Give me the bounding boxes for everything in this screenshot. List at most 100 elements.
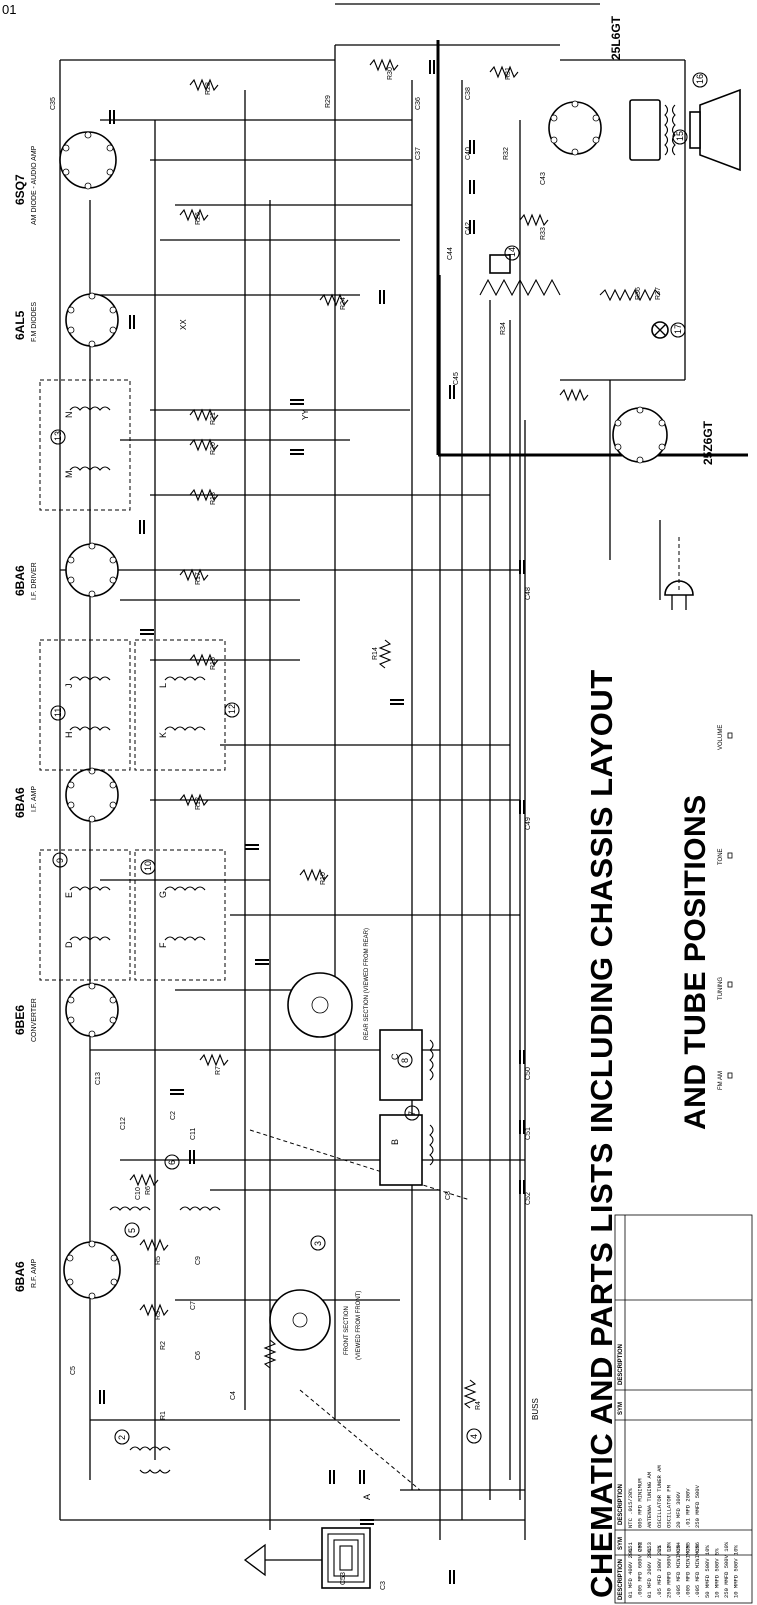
label-c10: C10 xyxy=(135,1187,142,1200)
label-r2: R2 xyxy=(160,1341,167,1350)
label-c38: C38 xyxy=(465,87,472,100)
tube-function-6ba6-driver: I.F. DRIVER xyxy=(31,562,38,600)
tube-6be6: 6BE6 CONVERTER xyxy=(13,982,119,1042)
tube-label-6ba6-rf: 6BA6 xyxy=(13,1261,27,1292)
label-r26: R26 xyxy=(195,212,202,225)
label-r36: R36 xyxy=(635,287,642,300)
table-cell: .005 MFD MINIMUM xyxy=(685,1545,692,1598)
table-cell: 250 MMFD 500V 10% xyxy=(723,1541,730,1598)
label-c11: C11 xyxy=(190,1128,197,1140)
table-cell: C54 xyxy=(675,1541,682,1552)
label-r6: R6 xyxy=(145,1186,152,1195)
label-c51: C51 xyxy=(525,1127,532,1140)
control-tone: TONE xyxy=(718,848,724,865)
label-c3: C3 xyxy=(380,1581,387,1590)
label-c13: C13 xyxy=(95,1072,102,1085)
control-labels: FM AM TUNING TONE VOLUME xyxy=(718,725,733,1090)
table-cell: OSCILLATOR TUNER AM xyxy=(656,1465,663,1528)
heading-line2: AND TUBE POSITIONS xyxy=(679,794,712,1130)
tube-label-6sq7: 6SQ7 xyxy=(13,174,27,205)
tube-function-6sq7: AM DIODE - AUDIO AMP xyxy=(31,145,38,225)
output-transformer xyxy=(629,99,676,161)
label-r4: R4 xyxy=(475,1401,482,1410)
label-r1: R1 xyxy=(160,1411,167,1420)
component-labels: C35 C36 C37 C38 C40 C42 C43 C44 C45 C48 … xyxy=(50,67,662,1590)
tube-25z6gt: 25Z6GT xyxy=(612,406,715,465)
tube-function-6ba6-if: I.F. AMP xyxy=(31,786,38,812)
label-r29: R29 xyxy=(325,95,332,108)
label-r31: R31 xyxy=(505,67,512,80)
wafer-switch-front xyxy=(269,1289,331,1351)
circle-16: 16 xyxy=(695,74,705,84)
tube-function-6ba6-rf: R.F. AMP xyxy=(31,1258,38,1288)
circle-7: 7 xyxy=(407,1111,417,1116)
label-r16: R16 xyxy=(210,657,217,670)
label-c42: C42 xyxy=(465,222,472,235)
label-c4: C4 xyxy=(230,1391,237,1400)
label-r34: R34 xyxy=(500,322,507,335)
label-c50: C50 xyxy=(525,1067,532,1080)
circle-13: 13 xyxy=(53,431,63,441)
table-header-desc2: DESCRIPTION xyxy=(618,1484,624,1525)
table-header-desc3: DESCRIPTION xyxy=(618,1344,624,1385)
label-r12: R12 xyxy=(195,797,202,810)
tube-6ba6-if-amp: 6BA6 I.F. AMP xyxy=(13,767,119,823)
table-cell: 01 MFD 200V 20% xyxy=(646,1548,653,1598)
table-header-desc1: DESCRIPTION xyxy=(618,1559,624,1600)
label-r17: R17 xyxy=(195,572,202,585)
control-fm-am: FM AM xyxy=(718,1071,724,1090)
tube-label-25z6gt: 25Z6GT xyxy=(701,420,715,465)
label-r10: R10 xyxy=(320,872,327,885)
label-c48: C48 xyxy=(525,587,532,600)
letter-k: K xyxy=(158,732,168,738)
label-c37: C37 xyxy=(415,147,422,160)
resistors xyxy=(129,58,589,1409)
circle-10: 10 xyxy=(143,861,153,871)
tube-label-6al5: 6AL5 xyxy=(13,310,27,340)
tube-6sq7: 6SQ7 AM DIODE - AUDIO AMP xyxy=(13,131,117,225)
buss-label: BUSS xyxy=(531,1398,540,1420)
letter-n: N xyxy=(64,412,74,419)
label-r3: R3 xyxy=(155,1311,162,1320)
wafer-switch-rear xyxy=(287,972,353,1038)
table-cell: 10 MMFD 500V 10% xyxy=(733,1544,740,1598)
table-header-sym2: SYM xyxy=(618,1402,624,1415)
letter-a: A xyxy=(362,1494,372,1500)
tube-6al5: 6AL5 F.M DIODES xyxy=(13,292,119,348)
heading-line1: CHEMATIC AND PARTS LISTS INCLUDING CHASS… xyxy=(584,669,619,1598)
table-cell: 250 MMFD 500V xyxy=(694,1484,701,1528)
circle-12: 12 xyxy=(227,704,237,714)
circle-17: 17 xyxy=(673,324,683,334)
label-c7: C7 xyxy=(190,1301,197,1310)
label-r37: R37 xyxy=(655,287,662,300)
if-transformer-boxes xyxy=(39,379,226,981)
label-r24: R24 xyxy=(340,297,347,310)
transformer-letters: N M J H L K E D G F C B A xyxy=(64,412,400,1501)
tube-label-25l6gt: 25L6GT xyxy=(609,15,623,60)
label-r18: R18 xyxy=(210,492,217,505)
label-r7: R7 xyxy=(215,1066,222,1075)
label-c8: C8 xyxy=(445,1191,452,1200)
label-c40: C40 xyxy=(465,147,472,160)
filter-section xyxy=(479,254,661,302)
letter-f: F xyxy=(158,942,168,948)
osc-coils xyxy=(379,1029,434,1186)
table-cell: .005 MFD MINIMUM xyxy=(675,1545,682,1598)
table-cell: NTC .015/20% xyxy=(627,1488,634,1528)
circle-6: 6 xyxy=(167,1160,177,1165)
table-cell: L1 xyxy=(656,1545,663,1552)
label-r14: R14 xyxy=(372,647,379,660)
label-c45: C45 xyxy=(453,372,460,385)
table-cell: C51 xyxy=(627,1541,634,1552)
tube-label-6be6: 6BE6 xyxy=(13,1005,27,1035)
table-cell: .005 MFD MINIMUM xyxy=(694,1545,701,1598)
control-tuning: TUNING xyxy=(718,977,724,1000)
letter-l: L xyxy=(158,683,168,688)
label-c6: C6 xyxy=(195,1351,202,1360)
tube-label-6ba6-driver: 6BA6 xyxy=(13,565,27,596)
pilot-lamp xyxy=(651,321,669,339)
tube-function-6be6: CONVERTER xyxy=(31,998,38,1042)
letter-g: G xyxy=(158,891,168,898)
table-cell: .05 MFD 200V 20% xyxy=(656,1544,663,1598)
